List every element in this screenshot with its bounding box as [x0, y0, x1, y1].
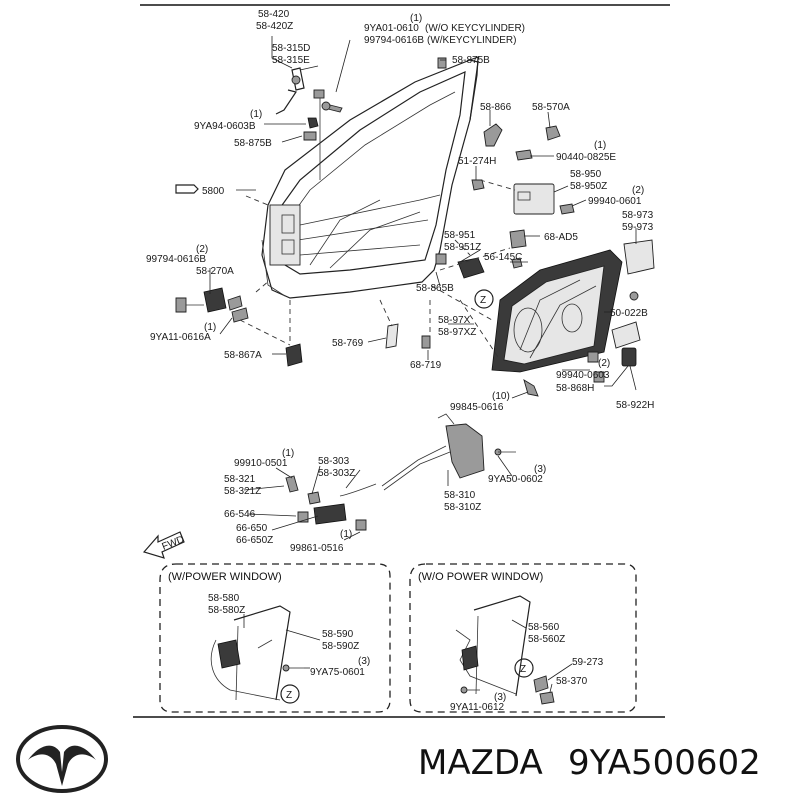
label-58-310: 58-310	[444, 490, 476, 501]
label-58-875b-left: 58-875B	[234, 138, 272, 149]
label-58-315e: 58-315E	[272, 55, 310, 66]
label-99794-0616b: 99794-0616B	[146, 254, 206, 265]
label-59-273: 59-273	[572, 657, 604, 668]
latch-assembly	[285, 379, 539, 531]
label-58-570a: 58-570A	[532, 102, 570, 113]
label-9ya11-0616a: 9YA11-0616A	[150, 332, 211, 343]
no-power-window-title: (W/O POWER WINDOW)	[418, 571, 543, 583]
label-58-303z: 58-303Z	[318, 468, 355, 479]
label-68-719: 68-719	[410, 360, 442, 371]
door-module-panel	[491, 249, 641, 383]
label-qty-10: (10)	[492, 391, 510, 402]
label-qty-99940: (2)	[632, 185, 644, 196]
label-68-ad5: 68-AD5	[544, 232, 578, 243]
label-58-580z: 58-580Z	[208, 605, 245, 616]
label-qty-9ya11-box: (3)	[494, 692, 506, 703]
label-58-303: 58-303	[318, 456, 350, 467]
label-58-769: 58-769	[332, 338, 364, 349]
label-50-022b: 50-022B	[610, 308, 648, 319]
label-9ya11-0612: 9YA11-0612	[450, 702, 505, 713]
label-58-321: 58-321	[224, 474, 256, 485]
label-9ya50-0602: 9YA50-0602	[488, 474, 543, 485]
label-58-951: 58-951	[444, 230, 476, 241]
label-9ya94: 9YA94-0603B	[194, 121, 256, 132]
label-58-315d: 58-315D	[272, 43, 310, 54]
label-51-274h: 51-274H	[458, 156, 496, 167]
leader-lines	[209, 36, 637, 541]
fwd-arrow-icon: FWD	[142, 531, 186, 559]
label-58-875b-top: 58-875B	[452, 55, 490, 66]
label-56-145c: 56-145C	[484, 252, 522, 263]
label-59-973: 59-973	[622, 222, 654, 233]
label-5800: 5800	[202, 186, 225, 197]
label-58-950: 58-950	[570, 169, 602, 180]
z-marker-2: Z	[286, 690, 292, 701]
label-99861-0516: 99861-0516	[290, 543, 344, 554]
z-markers: Z	[474, 289, 494, 309]
callout-labels: 58-420 58-420Z 58-315D 58-315E (1) 9YA01…	[146, 9, 654, 554]
label-66-650: 66-650	[236, 523, 268, 534]
label-58-950z: 58-950Z	[570, 181, 607, 192]
label-66-650z: 66-650Z	[236, 535, 273, 546]
label-58-867a: 58-867A	[224, 350, 262, 361]
label-99845-0616: 99845-0616	[450, 402, 504, 413]
fwd-label: FWD	[161, 534, 186, 553]
label-58-590z: 58-590Z	[322, 641, 359, 652]
label-qty-99794: (2)	[196, 244, 208, 255]
left-side-parts	[175, 287, 431, 367]
power-window-box: (W/POWER WINDOW) Z 58-580 58-580Z 58-590…	[159, 563, 391, 713]
label-qty-9ya11: (1)	[204, 322, 216, 333]
label-qty-90440: (1)	[594, 140, 606, 151]
label-58-370: 58-370	[556, 676, 588, 687]
label-qty-99910: (1)	[282, 448, 294, 459]
z-marker-1: Z	[480, 295, 486, 306]
no-power-window-box: (W/O POWER WINDOW) Z 58-560 58-560Z 59-2…	[409, 563, 637, 713]
label-58-868h: 58-868H	[556, 383, 594, 394]
label-66-546: 66-546	[224, 509, 256, 520]
label-58-420z: 58-420Z	[256, 21, 293, 32]
label-9ya01: 9YA01-0610	[364, 23, 419, 34]
label-58-973: 58-973	[622, 210, 654, 221]
part-number: 9YA500602	[568, 743, 761, 783]
label-qty-99940b: (2)	[598, 358, 610, 369]
label-qty-99861: (1)	[340, 529, 352, 540]
label-99910-0501: 99910-0501	[234, 458, 288, 469]
label-9ya75-0601: 9YA75-0601	[310, 667, 365, 678]
label-58-866: 58-866	[480, 102, 512, 113]
label-qty-9ya50: (3)	[534, 464, 546, 475]
label-wo-keycylinder: (W/O KEYCYLINDER)	[425, 23, 525, 34]
label-90440: 90440-0825E	[556, 152, 616, 163]
label-58-321z: 58-321Z	[224, 486, 261, 497]
label-w-keycylinder: (W/KEYCYLINDER)	[427, 35, 516, 46]
label-58-420: 58-420	[258, 9, 290, 20]
label-58-922h: 58-922H	[616, 400, 654, 411]
lock-rod-assembly	[275, 57, 447, 180]
label-qty-9ya75: (3)	[358, 656, 370, 667]
label-58-310z: 58-310Z	[444, 502, 481, 513]
label-58-97x: 58-97X	[438, 315, 471, 326]
door-shell	[261, 56, 479, 299]
label-58-560z: 58-560Z	[528, 634, 565, 645]
label-58-590: 58-590	[322, 629, 354, 640]
label-qty-top: (1)	[410, 13, 422, 24]
label-99940-0603: 99940-0603	[556, 370, 610, 381]
label-99940-0601: 99940-0601	[588, 196, 642, 207]
guide-lines	[239, 179, 516, 361]
label-58-270a: 58-270A	[196, 266, 234, 277]
label-58-865b: 58-865B	[416, 283, 454, 294]
hand-pointer-icon	[175, 184, 199, 194]
hinge-parts	[435, 123, 655, 279]
z-marker-3: Z	[520, 664, 526, 675]
label-58-560: 58-560	[528, 622, 560, 633]
label-qty-9ya94: (1)	[250, 109, 262, 120]
mazda-logo-icon	[16, 725, 108, 793]
power-window-title: (W/POWER WINDOW)	[168, 571, 282, 583]
label-99794-0616b-top: 99794-0616B	[364, 35, 424, 46]
brand-name: MAZDA	[418, 743, 543, 783]
label-58-580: 58-580	[208, 593, 240, 604]
label-58-951z: 58-951Z	[444, 242, 481, 253]
label-58-97xz: 58-97XZ	[438, 327, 476, 338]
